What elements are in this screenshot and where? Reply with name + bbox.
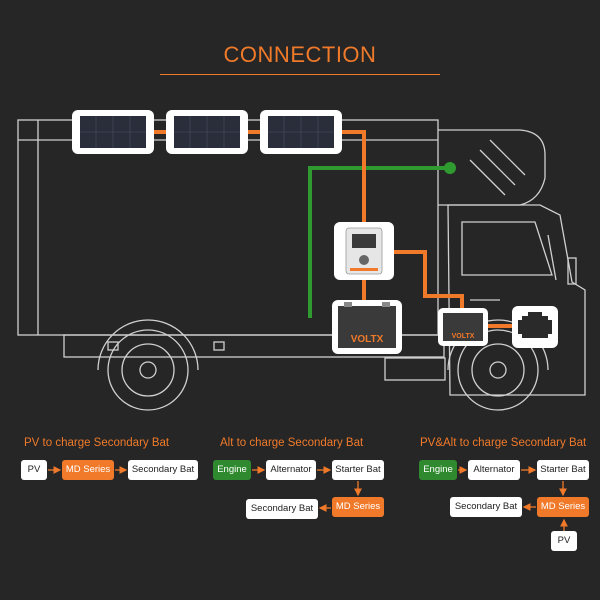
starter-battery-brand-label: VOLTX xyxy=(452,333,475,340)
panel-3-node-alternator: Alternator xyxy=(468,460,520,480)
panel-1-title: PV to charge Secondary Bat xyxy=(24,437,170,449)
front-wheel xyxy=(457,329,539,411)
cab-window-outline xyxy=(461,221,553,276)
panel-2-node-secondary-bat: Secondary Bat xyxy=(246,499,318,519)
panel-2-node-md-series: MD Series xyxy=(332,497,384,517)
panel-3-node-engine: Engine xyxy=(419,460,457,480)
panel-3-node-starter-bat: Starter Bat xyxy=(537,460,589,480)
panel-3-node-md-series: MD Series xyxy=(537,497,589,517)
dc-dc-charger-icon xyxy=(334,222,394,280)
panel-2-node-engine: Engine xyxy=(213,460,251,480)
battery-icon xyxy=(332,300,402,354)
panel-2-node-alternator: Alternator xyxy=(266,460,316,480)
panel-3-node-pv: PV xyxy=(551,531,577,551)
orange-wires xyxy=(146,130,513,328)
panel-2-node-starter-bat: Starter Bat xyxy=(332,460,384,480)
panel-2-title: Alt to charge Secondary Bat xyxy=(220,437,364,449)
green-wire xyxy=(308,166,450,318)
title-underline xyxy=(160,74,440,75)
panel-1-node-secondary-bat: Secondary Bat xyxy=(128,460,198,480)
battery-brand-label: VOLTX xyxy=(351,334,384,345)
green-junction-dot xyxy=(444,162,456,174)
cab-outline xyxy=(447,204,586,396)
engine-icon xyxy=(512,306,558,348)
solar-panel-icon xyxy=(72,110,342,154)
truck-illustration: VOLTX VOLTX xyxy=(17,110,586,411)
panel-3-title: PV&Alt to charge Secondary Bat xyxy=(420,437,587,449)
panel-1-node-pv: PV xyxy=(21,460,47,480)
panel-1-node-md-series: MD Series xyxy=(62,460,114,480)
rear-wheel-1 xyxy=(107,329,189,411)
panel-3-node-secondary-bat: Secondary Bat xyxy=(450,497,522,517)
starter-battery-icon xyxy=(438,308,488,346)
fuel-tank xyxy=(384,357,446,381)
page-title: CONNECTION xyxy=(223,42,377,67)
fridge-unit-outline xyxy=(438,129,546,206)
